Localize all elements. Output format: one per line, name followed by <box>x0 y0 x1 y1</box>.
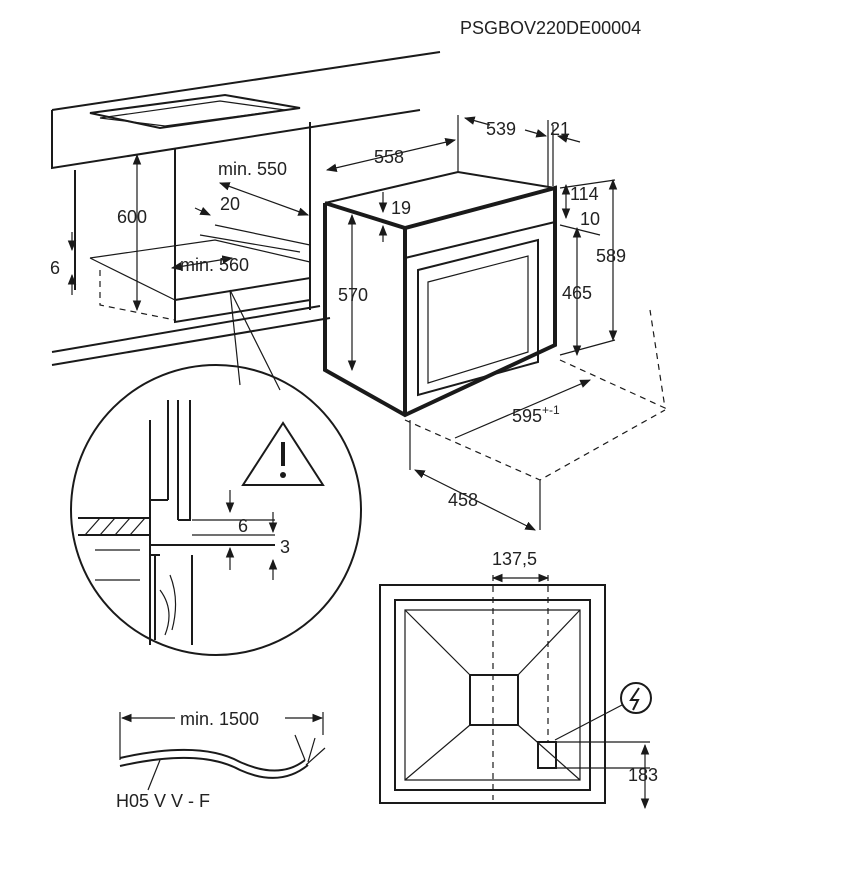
cabinet-shelf: 6 <box>50 258 60 278</box>
oven-body-depth: 539 <box>486 119 516 139</box>
oven-total-height: 589 <box>596 246 626 266</box>
cabinet-height: 600 <box>117 207 147 227</box>
oven-gap: 10 <box>580 209 600 229</box>
cable-drawing <box>119 712 326 791</box>
cabinet-gap: 20 <box>220 194 240 214</box>
model-code: PSGBOV220DE00004 <box>460 18 641 38</box>
oven-back-view <box>379 573 650 810</box>
oven-base-depth: 458 <box>448 490 478 510</box>
cabinet-depth-min: min. 550 <box>218 159 287 179</box>
cable-length: min. 1500 <box>180 709 259 729</box>
oven-drawing <box>323 115 666 531</box>
oven-body-height: 465 <box>562 283 592 303</box>
electric-power-icon <box>620 682 652 714</box>
cable-type: H05 V V - F <box>116 791 210 811</box>
oven-width: 595+-1 <box>512 403 560 426</box>
oven-front: 21 <box>550 119 570 139</box>
detail-magnifier <box>70 289 362 656</box>
oven-panel: 114 <box>570 184 599 204</box>
oven-depth: 558 <box>374 147 404 167</box>
cabinet-width-min: min. 560 <box>180 255 249 275</box>
back-offset: 137,5 <box>492 549 537 569</box>
detail-gap-a: 6 <box>238 516 248 536</box>
cabinet-drawing <box>51 51 441 366</box>
detail-gap-b: 3 <box>280 537 290 557</box>
back-socket-height: 183 <box>628 765 658 785</box>
oven-height: 570 <box>338 285 368 305</box>
warning-triangle-icon <box>241 421 325 486</box>
oven-top: 19 <box>391 198 411 218</box>
